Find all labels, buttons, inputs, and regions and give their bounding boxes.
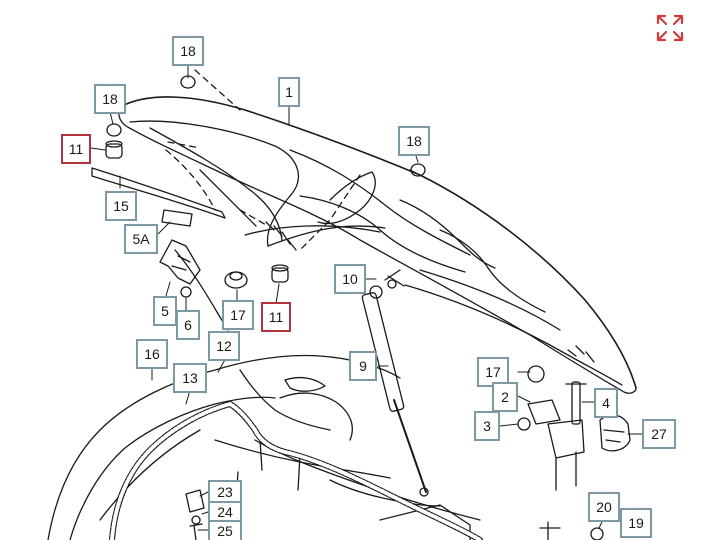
callout-4[interactable]: 4: [594, 388, 618, 418]
callout-19[interactable]: 19: [620, 508, 652, 538]
callout-12[interactable]: 12: [208, 331, 240, 361]
callout-15[interactable]: 15: [105, 191, 137, 221]
callout-5A[interactable]: 5A: [124, 224, 158, 254]
callout-2[interactable]: 2: [492, 382, 518, 412]
callout-9[interactable]: 9: [349, 351, 377, 381]
hood-panel-outline: [121, 96, 637, 389]
callout-5[interactable]: 5: [153, 296, 177, 326]
callout-11-left[interactable]: 11: [61, 134, 91, 164]
callout-3[interactable]: 3: [474, 411, 500, 441]
callout-11-center[interactable]: 11: [261, 302, 291, 332]
callout-17-center[interactable]: 17: [222, 300, 254, 330]
callout-27[interactable]: 27: [642, 419, 676, 449]
expand-arrows-icon[interactable]: [654, 12, 686, 44]
callout-18-left[interactable]: 18: [94, 84, 126, 114]
callout-13[interactable]: 13: [173, 363, 207, 393]
door-seal-strip: [109, 401, 483, 540]
body-shell: [47, 354, 401, 540]
callout-18-right[interactable]: 18: [398, 126, 430, 156]
callout-10[interactable]: 10: [334, 264, 366, 294]
callout-16[interactable]: 16: [136, 339, 168, 369]
callout-18-top[interactable]: 18: [172, 36, 204, 66]
callout-25[interactable]: 25: [208, 520, 242, 540]
callout-6[interactable]: 6: [176, 310, 200, 340]
callout-1[interactable]: 1: [278, 77, 300, 107]
callout-20[interactable]: 20: [588, 492, 620, 522]
seal-strip: [91, 167, 226, 219]
